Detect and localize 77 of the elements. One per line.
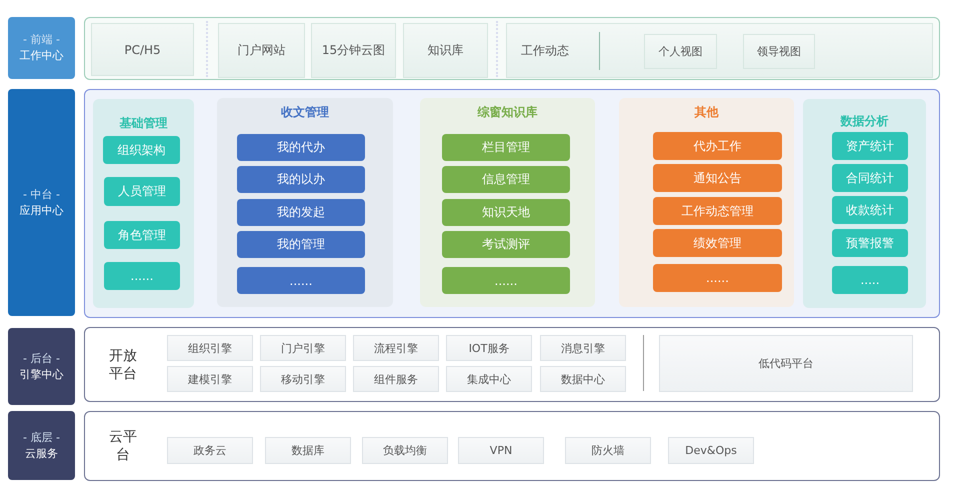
module-box: 我的发起: [237, 199, 365, 226]
module-box: 代办工作: [653, 132, 782, 160]
group-title: 数据分析: [839, 113, 890, 130]
service-box: 数据库: [265, 437, 351, 464]
layer-name: - 中台 -: [23, 186, 60, 202]
layer-panel: [84, 411, 940, 481]
service-box: 低代码平台: [659, 335, 913, 392]
service-box: 领导视图: [743, 34, 815, 69]
service-box: 集成中心: [446, 366, 532, 392]
layer-label: [8, 411, 75, 480]
module-box: 通知公告: [653, 164, 782, 192]
module-group: [803, 99, 926, 308]
module-box: ......: [104, 262, 180, 290]
module-group: [420, 98, 595, 307]
module-group: [217, 98, 393, 307]
module-group: [93, 99, 194, 308]
platform-title: 开放平台: [109, 346, 137, 382]
layer-name: - 后台 -: [23, 350, 60, 366]
service-box: 流程引擎: [353, 335, 439, 361]
group-title: 其他: [694, 104, 720, 121]
service-box: PC/H5: [91, 23, 194, 76]
service-box: 15分钟云图: [311, 23, 396, 78]
module-box: 绩效管理: [653, 229, 782, 257]
service-box: 防火墙: [565, 437, 651, 464]
service-box: 组件服务: [353, 366, 439, 392]
layer-label: [8, 89, 75, 316]
module-box: 收款统计: [832, 196, 908, 224]
module-box: ......: [237, 267, 365, 294]
module-box: 预警报警: [832, 229, 908, 257]
service-box: IOT服务: [446, 335, 532, 361]
module-box: 知识天地: [442, 199, 570, 226]
service-box: 门户网站: [218, 23, 305, 78]
service-box: 个人视图: [644, 34, 717, 69]
module-box: 角色管理: [104, 221, 180, 249]
layer-panel: [84, 327, 940, 402]
service-box: 数据中心: [540, 366, 626, 392]
layer-title: 工作中心: [20, 48, 64, 64]
module-box: 人员管理: [104, 177, 180, 206]
service-box: 门户引擎: [260, 335, 346, 361]
service-box: 建模引擎: [167, 366, 253, 392]
module-box: 工作动态管理: [653, 197, 782, 225]
service-box: 移动引擎: [260, 366, 346, 392]
service-box: Dev&Ops: [668, 437, 754, 464]
module-box: 资产统计: [832, 132, 908, 160]
module-box: 我的代办: [237, 134, 365, 161]
service-title: 工作动态: [521, 42, 569, 59]
service-box: 消息引擎: [540, 335, 626, 361]
platform-title: 云平台: [109, 428, 137, 464]
module-box: 合同统计: [832, 164, 908, 192]
service-box: VPN: [458, 437, 544, 464]
module-box: ......: [442, 267, 570, 294]
module-box: .....: [832, 266, 908, 294]
group-title: 基础管理: [118, 115, 168, 132]
layer-name: - 底层 -: [23, 430, 60, 446]
module-box: 考试测评: [442, 231, 570, 258]
module-box: 我的管理: [237, 231, 365, 258]
module-box: 我的以办: [237, 166, 365, 193]
service-box: 知识库: [403, 23, 488, 78]
module-box: ......: [653, 264, 782, 292]
layer-name: - 前端 -: [23, 32, 60, 48]
service-box: 负载均衡: [362, 437, 448, 464]
layer-title: 应用中心: [20, 202, 64, 218]
module-box: 组织架构: [103, 136, 180, 164]
layer-title: 引擎中心: [20, 366, 64, 382]
layer-label: [8, 328, 75, 405]
layer-label: [8, 17, 75, 79]
service-box: 组织引擎: [167, 335, 253, 361]
module-box: 栏目管理: [442, 134, 570, 161]
module-group: [619, 98, 794, 307]
layer-panel: [84, 89, 940, 318]
group-title: 综窗知识库: [476, 104, 538, 121]
service-box: [506, 23, 933, 78]
module-box: 信息管理: [442, 166, 570, 193]
group-title: 收文管理: [280, 104, 330, 121]
service-box: 政务云: [167, 437, 253, 464]
layer-panel: [84, 17, 940, 80]
layer-title: 云服务: [25, 446, 58, 462]
